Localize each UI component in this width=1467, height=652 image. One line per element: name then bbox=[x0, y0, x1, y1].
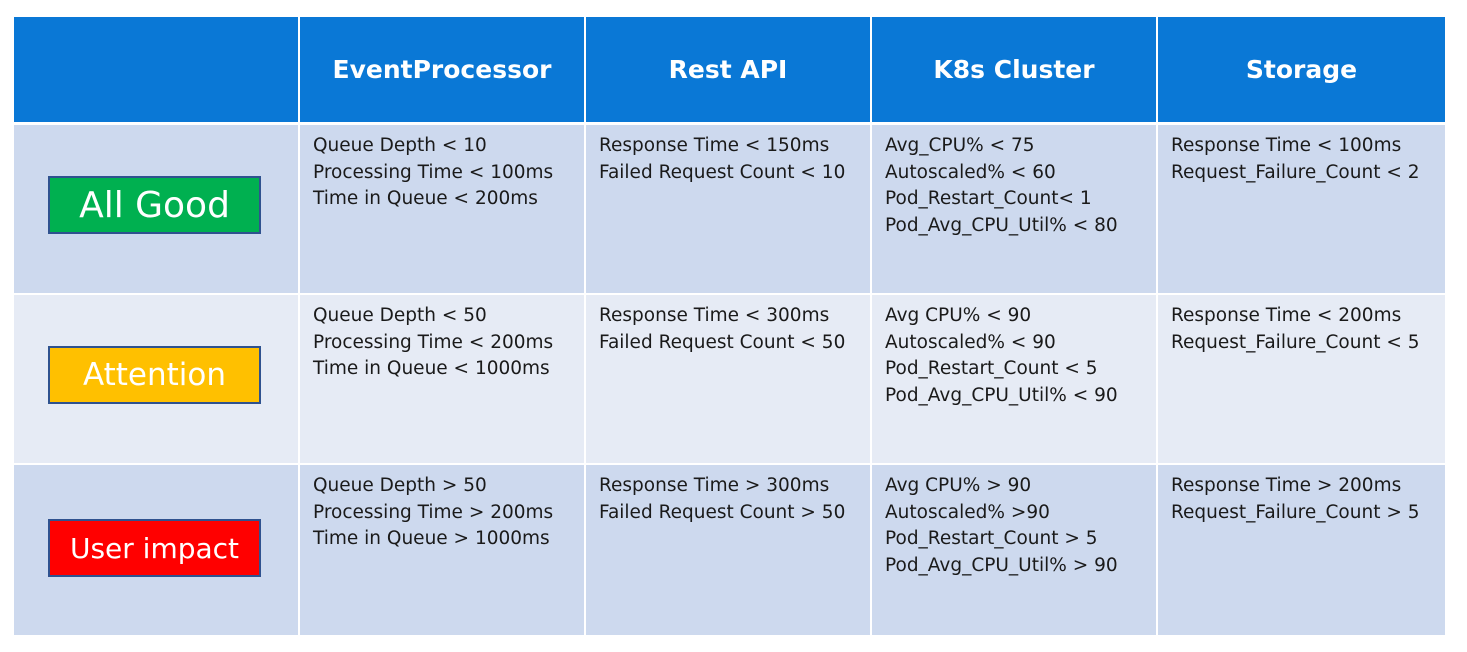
cell-all-good-eventprocessor: Queue Depth < 10 Processing Time < 100ms… bbox=[300, 125, 586, 295]
status-badge-all-good: All Good bbox=[48, 176, 261, 234]
threshold-line: Failed Request Count < 10 bbox=[599, 161, 846, 183]
header-corner-cell bbox=[14, 17, 300, 125]
threshold-line: Request_Failure_Count < 5 bbox=[1171, 331, 1420, 353]
threshold-line: Autoscaled% >90 bbox=[885, 501, 1050, 523]
threshold-line: Response Time < 300ms bbox=[599, 305, 830, 326]
cell-user-impact-eventprocessor: Queue Depth > 50 Processing Time > 200ms… bbox=[300, 465, 586, 635]
threshold-line: Avg_CPU% < 75 bbox=[885, 135, 1035, 156]
threshold-line: Request_Failure_Count < 2 bbox=[1171, 161, 1420, 183]
threshold-line: Failed Request Count < 50 bbox=[599, 331, 846, 353]
header-storage: Storage bbox=[1158, 17, 1445, 125]
threshold-line: Pod_Restart_Count < 5 bbox=[885, 358, 1098, 379]
threshold-line: Response Time > 200ms bbox=[1171, 475, 1402, 496]
threshold-line: Response Time < 100ms bbox=[1171, 135, 1402, 156]
threshold-line: Time in Queue < 1000ms bbox=[313, 358, 550, 379]
threshold-line: Autoscaled% < 90 bbox=[885, 331, 1056, 353]
threshold-line: Queue Depth < 10 bbox=[313, 135, 487, 156]
threshold-line: Processing Time < 100ms bbox=[313, 161, 554, 183]
cell-all-good-k8s-cluster: Avg_CPU% < 75 Autoscaled% < 60 Pod_Resta… bbox=[872, 125, 1158, 295]
cell-all-good-rest-api: Response Time < 150ms Failed Request Cou… bbox=[586, 125, 872, 295]
row-status-cell-attention: Attention bbox=[14, 295, 300, 465]
cell-attention-storage: Response Time < 200ms Request_Failure_Co… bbox=[1158, 295, 1445, 465]
threshold-line: Queue Depth > 50 bbox=[313, 475, 487, 496]
threshold-line: Request_Failure_Count > 5 bbox=[1171, 501, 1420, 523]
status-badge-user-impact: User impact bbox=[48, 519, 261, 577]
cell-user-impact-rest-api: Response Time > 300ms Failed Request Cou… bbox=[586, 465, 872, 635]
threshold-line: Pod_Restart_Count > 5 bbox=[885, 528, 1098, 549]
threshold-line: Avg CPU% < 90 bbox=[885, 305, 1032, 326]
cell-all-good-storage: Response Time < 100ms Request_Failure_Co… bbox=[1158, 125, 1445, 295]
cell-user-impact-k8s-cluster: Avg CPU% > 90 Autoscaled% >90 Pod_Restar… bbox=[872, 465, 1158, 635]
threshold-line: Pod_Restart_Count< 1 bbox=[885, 188, 1092, 209]
threshold-line: Response Time < 150ms bbox=[599, 135, 830, 156]
header-eventprocessor: EventProcessor bbox=[300, 17, 586, 125]
row-status-cell-all-good: All Good bbox=[14, 125, 300, 295]
threshold-line: Pod_Avg_CPU_Util% < 90 bbox=[885, 384, 1118, 406]
cell-attention-rest-api: Response Time < 300ms Failed Request Cou… bbox=[586, 295, 872, 465]
status-badge-attention: Attention bbox=[48, 346, 261, 404]
threshold-line: Processing Time > 200ms bbox=[313, 501, 554, 523]
cell-attention-k8s-cluster: Avg CPU% < 90 Autoscaled% < 90 Pod_Resta… bbox=[872, 295, 1158, 465]
row-status-cell-user-impact: User impact bbox=[14, 465, 300, 635]
threshold-line: Pod_Avg_CPU_Util% < 80 bbox=[885, 214, 1118, 236]
threshold-line: Time in Queue < 200ms bbox=[313, 188, 538, 209]
threshold-line: Time in Queue > 1000ms bbox=[313, 528, 550, 549]
header-k8s-cluster: K8s Cluster bbox=[872, 17, 1158, 125]
threshold-line: Processing Time < 200ms bbox=[313, 331, 554, 353]
cell-attention-eventprocessor: Queue Depth < 50 Processing Time < 200ms… bbox=[300, 295, 586, 465]
threshold-line: Response Time < 200ms bbox=[1171, 305, 1402, 326]
threshold-line: Failed Request Count > 50 bbox=[599, 501, 846, 523]
threshold-line: Autoscaled% < 60 bbox=[885, 161, 1056, 183]
threshold-line: Avg CPU% > 90 bbox=[885, 475, 1032, 496]
threshold-line: Queue Depth < 50 bbox=[313, 305, 487, 326]
header-rest-api: Rest API bbox=[586, 17, 872, 125]
threshold-line: Response Time > 300ms bbox=[599, 475, 830, 496]
cell-user-impact-storage: Response Time > 200ms Request_Failure_Co… bbox=[1158, 465, 1445, 635]
threshold-line: Pod_Avg_CPU_Util% > 90 bbox=[885, 554, 1118, 576]
thresholds-table: EventProcessor Rest API K8s Cluster Stor… bbox=[14, 17, 1445, 635]
